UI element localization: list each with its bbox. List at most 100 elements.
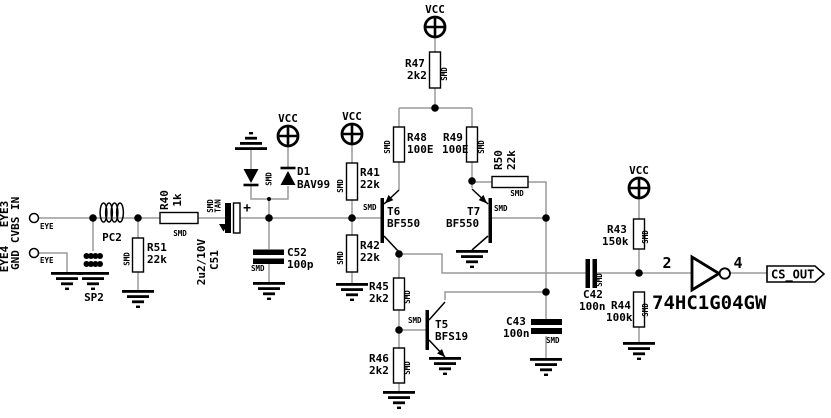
flag-cs-out: CS_OUT: [766, 265, 826, 283]
inverter-output-pin-number: 4: [733, 254, 742, 272]
ground-icon: [530, 358, 562, 376]
cs-out-label: CS_OUT: [771, 268, 814, 283]
ground-icon: [122, 290, 154, 308]
inverter-74hc1g04gw: 2 4 74HC1G04GW: [652, 254, 767, 314]
ferrite-pc2: PC2: [99, 202, 125, 244]
d1-value-label: BAV99: [297, 178, 330, 191]
transistor-t6: SMD T6 BF550: [363, 189, 420, 253]
r47-package-label: SMD: [440, 67, 449, 81]
capacitor-c52: C52 100p SMD: [251, 246, 314, 273]
r50-ref-label: R50: [492, 150, 505, 170]
wires: [39, 37, 767, 391]
ground-icon: [336, 283, 368, 301]
r42-ref-label: R42: [360, 239, 380, 252]
r44-value-label: 100k: [606, 311, 633, 324]
r45-ref-label: R45: [369, 280, 389, 293]
r49-package-label: SMD: [477, 140, 486, 154]
ground-icon: [77, 272, 109, 290]
c52-value-label: 100p: [287, 258, 314, 271]
resistor-r51: R51 22k SMD: [123, 237, 167, 273]
resistor-r46: R46 2k2 SMD: [369, 347, 412, 384]
ground-icon: [383, 391, 415, 409]
pc2-ref-label: PC2: [102, 231, 122, 244]
r42-value-label: 22k: [360, 251, 380, 264]
r43-value-label: 150k: [602, 235, 629, 248]
r46-package-label: SMD: [403, 361, 412, 375]
r47-value-label: 2k2: [407, 69, 427, 82]
t7-ref-label: T7: [467, 205, 480, 218]
inverter-part-number: 74HC1G04GW: [652, 292, 767, 314]
r51-ref-label: R51: [147, 241, 167, 254]
eye3-terminal-label: EYE: [40, 222, 54, 231]
r40-value-label: 1k: [171, 193, 184, 207]
r45-value-label: 2k2: [369, 292, 389, 305]
vcc-icon: [423, 15, 447, 39]
eye4-pin-name: EYE4: [0, 245, 11, 272]
r42-package-label: SMD: [336, 251, 345, 265]
r49-ref-label: R49: [443, 131, 463, 144]
inverter-input-pin-number: 2: [662, 254, 671, 272]
r41-value-label: 22k: [360, 178, 380, 191]
t5-value-label: BFS19: [435, 330, 468, 343]
c43-package-label: SMD: [546, 336, 560, 345]
resistor-r43: R43 150k SMD: [602, 218, 650, 250]
r48-package-label: SMD: [383, 140, 392, 154]
eye3-signal-name: CVBS IN: [9, 197, 22, 243]
r50-value-label: 22k: [505, 150, 518, 170]
resistor-r42: R42 22k SMD: [336, 234, 380, 273]
ground-icon-inverted: [235, 132, 267, 150]
c43-value-label: 100n: [503, 327, 530, 340]
connector-eye4: EYE4 GND EYE: [0, 245, 54, 272]
c43-ref-label: C43: [506, 315, 526, 328]
r43-package-label: SMD: [641, 230, 650, 244]
t6-value-label: BF550: [387, 217, 420, 230]
vcc-icon: [627, 176, 651, 200]
junction-dots: [89, 104, 643, 334]
ground-icon: [623, 342, 655, 360]
resistor-r41: R41 22k SMD: [336, 162, 380, 201]
vcc-label: VCC: [629, 164, 649, 177]
c42-package-label: SMD: [595, 273, 604, 287]
t6-ref-label: T6: [387, 205, 401, 218]
r44-ref-label: R44: [611, 299, 631, 312]
r40-ref-label: R40: [158, 190, 171, 210]
t7-value-label: BF550: [446, 217, 479, 230]
r41-package-label: SMD: [336, 179, 345, 193]
capacitor-c42: C42 100n SMD: [579, 259, 606, 313]
r40-package-label: SMD: [173, 229, 187, 238]
ground-icon: [456, 250, 488, 268]
vcc-label: VCC: [278, 112, 298, 125]
vcc-label: VCC: [342, 110, 362, 123]
c52-ref-label: C52: [287, 246, 307, 259]
c51-package-label-tan: TAN: [214, 199, 223, 213]
r48-value-label: 100E: [407, 143, 434, 156]
c42-ref-label: C42: [583, 288, 603, 301]
t7-package-label: SMD: [494, 204, 508, 213]
r46-ref-label: R46: [369, 352, 389, 365]
c51-value-label: 2u2/10V: [195, 238, 208, 285]
connector-eye3: EYE3 CVBS IN EYE: [0, 197, 54, 243]
r41-ref-label: R41: [360, 166, 380, 179]
capacitor-c43: C43 100n SMD: [503, 315, 562, 345]
vcc-icon: [340, 122, 364, 146]
sparkgap-sp2: SP2: [83, 253, 104, 304]
resistor-r45: R45 2k2 SMD: [369, 277, 412, 311]
resistor-r49: R49 100E SMD: [442, 126, 486, 163]
r46-value-label: 2k2: [369, 364, 389, 377]
ground-icon: [253, 282, 285, 300]
resistor-r48: R48 100E SMD: [383, 126, 434, 163]
c51-ref-label: C51: [208, 250, 221, 270]
r50-package-label: SMD: [510, 189, 524, 198]
ground-icon: [429, 357, 461, 375]
eye4-signal-name: GND: [9, 250, 22, 270]
r51-value-label: 22k: [147, 253, 167, 266]
r44-package-label: SMD: [641, 303, 650, 317]
eye3-pin-name: EYE3: [0, 201, 11, 228]
eye4-terminal-label: EYE: [40, 256, 54, 265]
vcc-label: VCC: [425, 3, 445, 16]
c52-package-label: SMD: [251, 264, 265, 273]
r48-ref-label: R48: [407, 131, 427, 144]
c51-package-label-smd: SMD: [206, 199, 215, 213]
r47-ref-label: R47: [405, 57, 425, 70]
